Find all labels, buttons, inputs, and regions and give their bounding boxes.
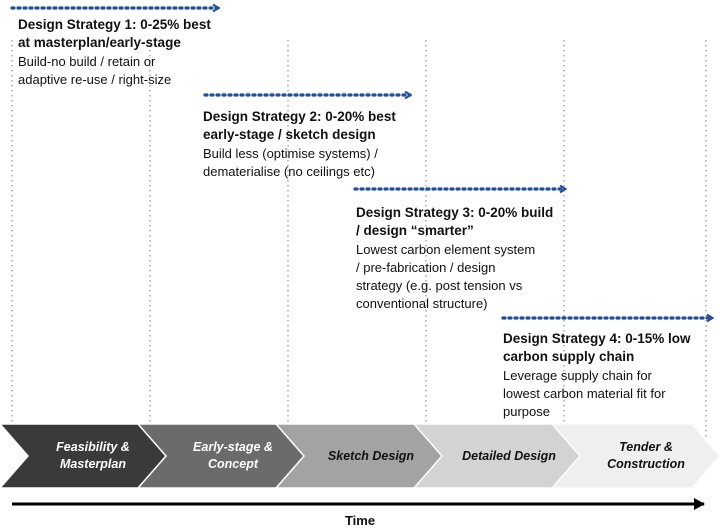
strategy-4-title: Design Strategy 4: 0-15% low carbon supp… (503, 331, 691, 364)
strategy-3: Design Strategy 3: 0-20% build / design … (356, 204, 571, 313)
stage-label-detailed: Detailed Design (462, 448, 556, 463)
strategy-1: Design Strategy 1: 0-25% best at masterp… (18, 16, 228, 89)
strategy-1-description: Build-no build / retain or adaptive re-u… (18, 54, 172, 87)
stage-label-tender: Tender & Construction (607, 440, 685, 471)
stage-label-feasibility: Feasibility & Masterplan (56, 440, 130, 471)
strategy-3-description: Lowest carbon element system / pre-fabri… (356, 242, 536, 311)
stage-chevron-tender (550, 423, 720, 489)
strategy-range-arrows (10, 8, 712, 318)
strategy-3-title: Design Strategy 3: 0-20% build / design … (356, 205, 554, 238)
strategy-2: Design Strategy 2: 0-20% best early-stag… (203, 108, 418, 181)
stage-label-sketch: Sketch Design (327, 448, 415, 463)
phase-gridlines (11, 40, 707, 440)
stage-chevrons (0, 423, 720, 489)
strategy-2-description: Build less (optimise systems) / demateri… (203, 146, 378, 179)
strategy-4: Design Strategy 4: 0-15% low carbon supp… (503, 330, 718, 421)
stage-label-early-stage: Early-stage & Concept (193, 440, 273, 471)
strategy-2-title: Design Strategy 2: 0-20% best early-stag… (203, 109, 396, 142)
strategy-4-description: Leverage supply chain for lowest carbon … (503, 368, 666, 419)
time-axis-label: Time (344, 513, 376, 528)
strategy-1-title: Design Strategy 1: 0-25% best at masterp… (18, 17, 211, 50)
